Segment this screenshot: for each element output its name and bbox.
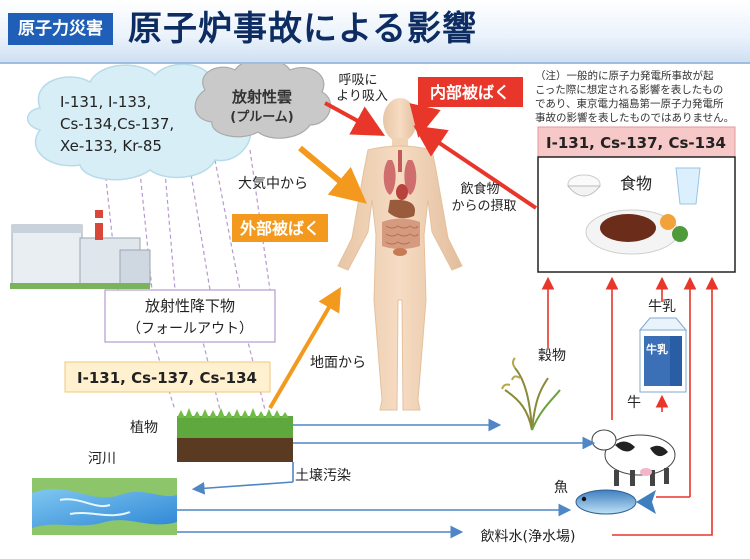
food-label: 食物 (620, 174, 652, 193)
fallout-sublabel: （フォールアウト） (127, 321, 253, 337)
drinking-water-label: 飲料水(浄水場) (481, 529, 576, 545)
flow-arrows (177, 418, 596, 539)
grain-label: 穀物 (538, 348, 566, 364)
soil-contamination-label: 土壌汚染 (295, 468, 351, 484)
note-line: こった際に想定される影響を表したもの (535, 83, 723, 96)
external-exposure-label: 外部被ばく (239, 219, 320, 238)
note-line: であり、東京電力福島第一原子力発電所 (535, 97, 724, 110)
header-bar: 原子力災害 原子炉事故による影響 (0, 0, 750, 64)
isotope-box-right-label: I-131, Cs-137, Cs-134 (546, 134, 726, 152)
meal-plate-icon (585, 209, 688, 255)
food-intake-label: 飲食物 (460, 181, 499, 197)
plume-subtitle: (プルーム) (230, 110, 294, 125)
disclaimer-note: （注）一般的に原子力発電所事故が起 こった際に想定される影響を表したもの であり… (535, 69, 734, 124)
cloud-line: I-131, I-133, (60, 93, 151, 111)
isotope-cloud (26, 64, 252, 181)
arrow-from-ground (268, 286, 342, 410)
plume-cloud: 放射性雲 (プルーム) (194, 64, 332, 139)
from-air-label: 大気中から (238, 176, 308, 192)
cloud-isotope-list: I-131, I-133, Cs-134,Cs-137, Xe-133, Kr-… (60, 93, 174, 155)
river-label: 河川 (88, 451, 116, 467)
isotope-box-right (537, 126, 736, 158)
isotope-box-left (64, 361, 271, 393)
from-ground-label: 地面から (310, 355, 366, 371)
arrow-inhalation (324, 101, 386, 136)
milk-carton-text: 牛乳 (646, 342, 668, 356)
grain-illustration (501, 357, 561, 431)
plants-label: 植物 (130, 420, 158, 436)
cow-label: 牛 (627, 395, 641, 411)
food-chain-arrows (541, 276, 719, 536)
arrow-food-intake (413, 125, 538, 210)
fish-label: 魚 (554, 480, 568, 496)
category-badge: 原子力災害 (8, 13, 113, 45)
breathing-label: 呼吸に (338, 73, 377, 88)
fish-illustration (575, 489, 656, 515)
river-illustration (32, 478, 177, 535)
cloud-line: Xe-133, Kr-85 (60, 137, 162, 155)
note-line: 事故の影響を表したものではありません。 (535, 111, 734, 124)
isotope-box-left-label: I-131, Cs-137, Cs-134 (77, 369, 257, 387)
fallout-label: 放射性降下物 (145, 297, 235, 315)
rice-bowl-icon (566, 174, 602, 197)
food-intake-sublabel: からの摂取 (451, 198, 516, 214)
svg-text:牛乳: 牛乳 (646, 342, 668, 356)
human-body-illustration (337, 98, 463, 411)
page-title: 原子炉事故による影響 (128, 9, 477, 49)
cow-illustration (591, 429, 676, 486)
breathing-sublabel: より吸入 (336, 89, 388, 104)
milk-label: 牛乳 (648, 299, 676, 315)
internal-exposure-badge (418, 77, 523, 107)
arrow-from-air (298, 145, 367, 204)
internal-exposure-label: 内部被ばく (430, 83, 510, 102)
radiation-exposure-diagram: I-131, I-133, Cs-134,Cs-137, Xe-133, Kr-… (10, 64, 736, 545)
plume-title: 放射性雲 (231, 88, 292, 106)
external-exposure-badge (232, 214, 328, 242)
power-plant-illustration (10, 205, 151, 289)
water-glass-icon (675, 167, 701, 205)
milk-carton-icon (638, 317, 688, 393)
fallout-box (104, 289, 276, 343)
plant-soil-illustration (177, 408, 293, 462)
cloud-line: Cs-134,Cs-137, (60, 115, 174, 133)
note-line: （注）一般的に原子力発電所事故が起 (535, 69, 714, 82)
